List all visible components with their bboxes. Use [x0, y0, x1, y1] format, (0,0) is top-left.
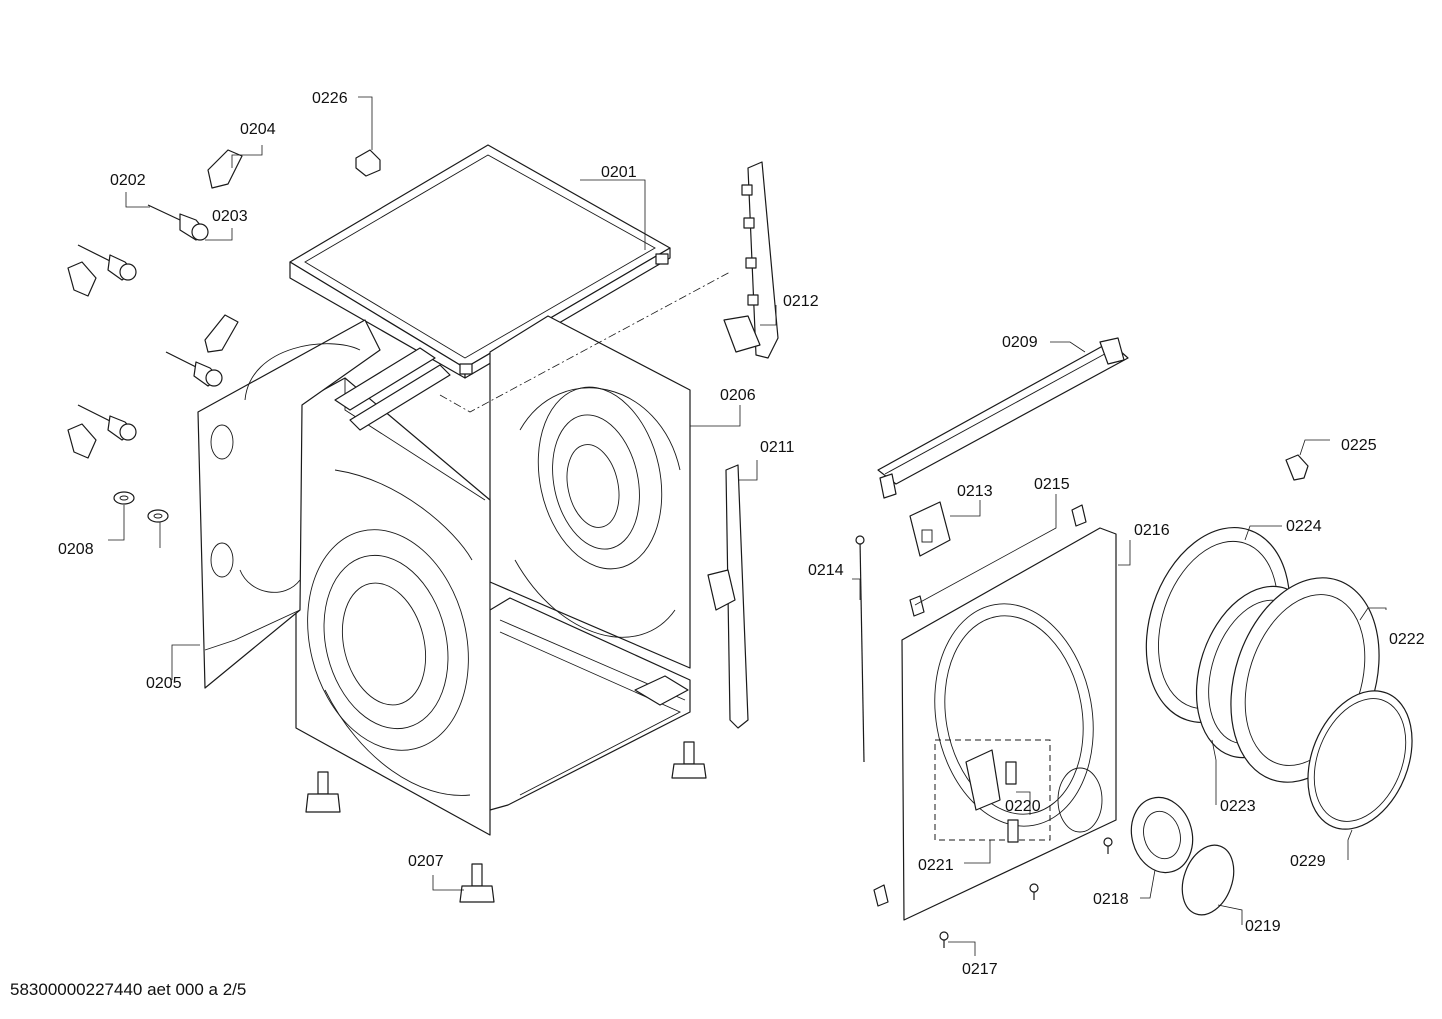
control-panel-bracket[interactable] [877, 337, 1129, 499]
panel-hook[interactable] [873, 884, 889, 907]
panel-hook[interactable] [1071, 504, 1087, 527]
grommet[interactable] [113, 491, 135, 505]
cabinet-base-frame [489, 597, 691, 811]
label-0223[interactable]: 0223 [1220, 798, 1256, 815]
adjustable-foot[interactable] [459, 863, 495, 903]
assembly-line [439, 271, 731, 413]
rear-panel[interactable] [197, 319, 381, 689]
label-0218[interactable]: 0218 [1093, 891, 1129, 908]
damper-bolt[interactable] [165, 351, 223, 387]
label-0203[interactable]: 0203 [212, 208, 248, 225]
label-0208[interactable]: 0208 [58, 541, 94, 558]
label-0209[interactable]: 0209 [1002, 334, 1038, 351]
leader-lines [108, 96, 1387, 956]
label-0201[interactable]: 0201 [601, 164, 637, 181]
label-0205[interactable]: 0205 [146, 675, 182, 692]
label-0214[interactable]: 0214 [808, 562, 844, 579]
hinge-clip[interactable] [355, 149, 381, 177]
front-panel-0216[interactable] [901, 527, 1117, 921]
cabinet-front-panel[interactable] [285, 377, 491, 836]
mounting-strip-0211[interactable] [707, 464, 749, 729]
door-hook[interactable] [1285, 454, 1309, 481]
screw[interactable] [939, 931, 949, 948]
damper-bolt[interactable] [67, 404, 137, 459]
label-0225[interactable]: 0225 [1341, 437, 1377, 454]
label-0215[interactable]: 0215 [1034, 476, 1070, 493]
label-0213[interactable]: 0213 [957, 483, 993, 500]
label-0217[interactable]: 0217 [962, 961, 998, 978]
adjustable-foot[interactable] [305, 771, 341, 813]
mounting-strip-0212[interactable] [723, 161, 779, 359]
label-0204[interactable]: 0204 [240, 121, 276, 138]
label-0212[interactable]: 0212 [783, 293, 819, 310]
part-labels: 0226 0204 0202 0203 0201 0212 0206 0211 … [58, 90, 1425, 978]
label-0220[interactable]: 0220 [1005, 798, 1041, 815]
label-0222[interactable]: 0222 [1389, 631, 1425, 648]
label-0206[interactable]: 0206 [720, 387, 756, 404]
damper-bolt[interactable] [147, 204, 209, 241]
panel-hook[interactable] [909, 595, 925, 617]
screw[interactable] [1103, 837, 1113, 854]
door-switch[interactable] [965, 749, 1019, 843]
label-0226[interactable]: 0226 [312, 90, 348, 107]
document-footer: 58300000227440 aet 000 a 2/5 [10, 980, 247, 999]
label-0224[interactable]: 0224 [1286, 518, 1322, 535]
door-lock-rod[interactable] [855, 535, 865, 763]
damper-bolt[interactable] [67, 244, 137, 297]
label-0219[interactable]: 0219 [1245, 918, 1281, 935]
screw[interactable] [1029, 883, 1039, 900]
adjustable-foot[interactable] [671, 741, 707, 779]
grommet[interactable] [147, 509, 169, 523]
label-0221[interactable]: 0221 [918, 857, 954, 874]
spring-bracket[interactable] [204, 314, 239, 353]
label-0229[interactable]: 0229 [1290, 853, 1326, 870]
internal-brace [334, 347, 451, 431]
label-0202[interactable]: 0202 [110, 172, 146, 189]
electronic-module[interactable] [909, 501, 951, 557]
spring-bracket[interactable] [207, 149, 243, 189]
pump-housing[interactable] [1123, 791, 1201, 880]
door-glass-0229[interactable] [1289, 675, 1432, 844]
label-0207[interactable]: 0207 [408, 853, 444, 870]
service-flap[interactable] [1173, 838, 1243, 922]
label-0216[interactable]: 0216 [1134, 522, 1170, 539]
label-0211[interactable]: 0211 [760, 439, 795, 456]
